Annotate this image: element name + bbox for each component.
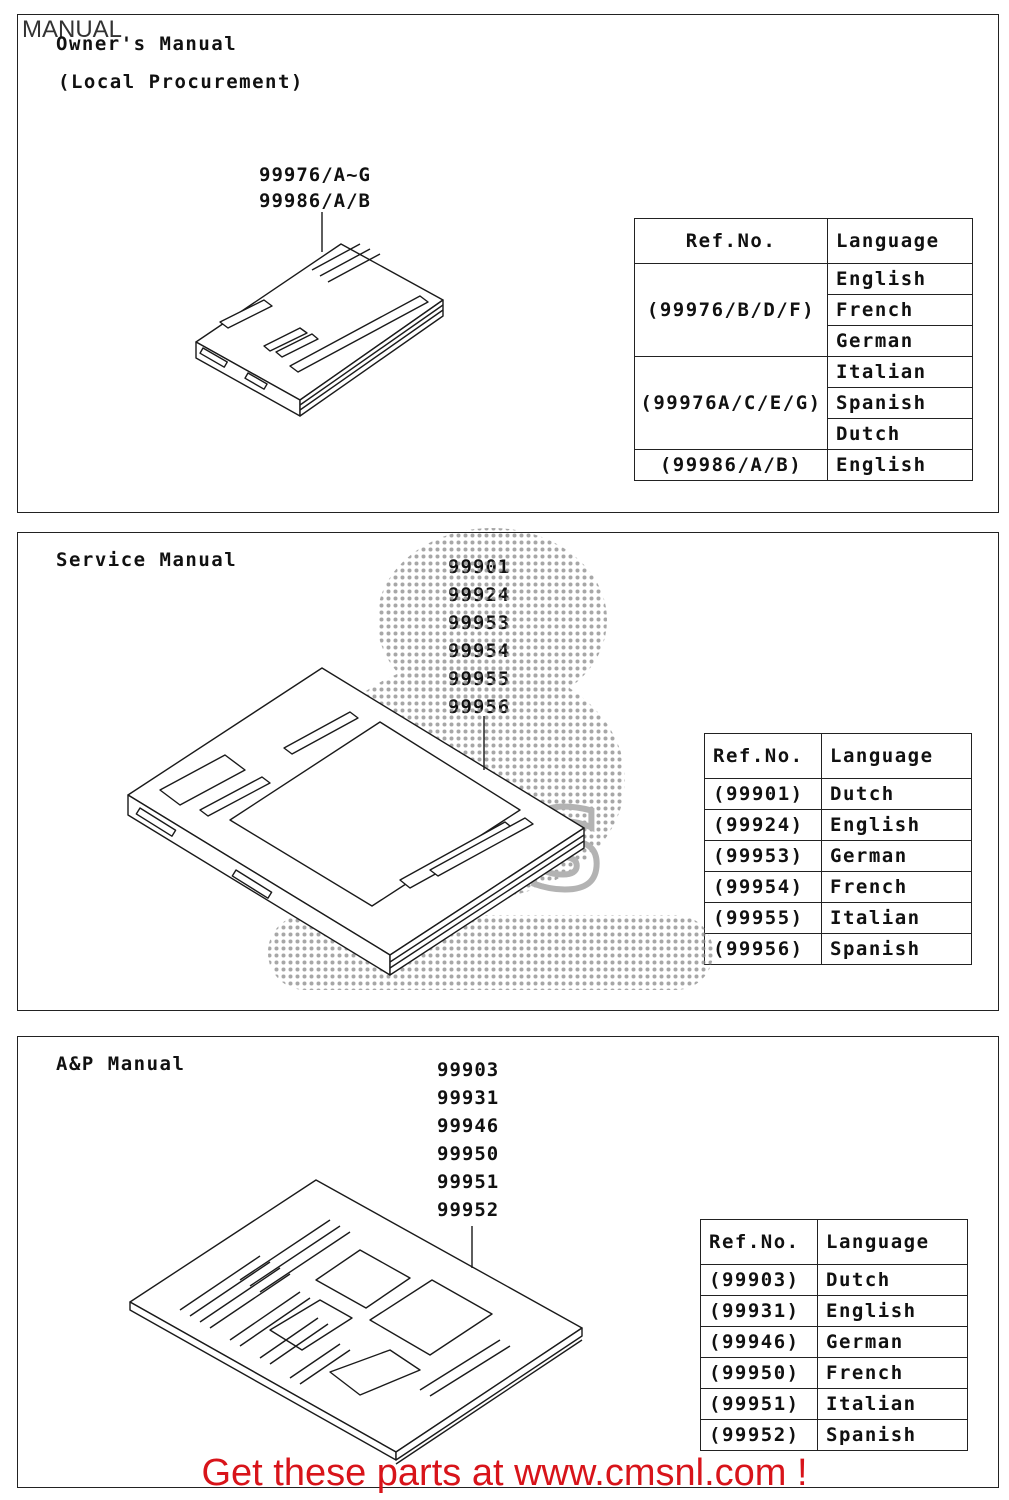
owners-callout-1: 99976/A~G (259, 164, 371, 186)
ref-cell: (99901) (704, 778, 822, 810)
page-label: MANUAL (22, 16, 123, 43)
ref-cell: (99946) (700, 1326, 818, 1358)
service-ref-table: Ref.No. Language (99901)Dutch (99924)Eng… (704, 733, 972, 965)
table-row: Dutch (635, 418, 973, 450)
table-row: (99952)Spanish (700, 1419, 968, 1451)
language-cell: English (817, 1295, 968, 1327)
table-row: Spanish (635, 387, 973, 419)
language-cell: Italian (821, 902, 972, 934)
ref-cell: (99956) (704, 933, 822, 965)
table-header-row: Ref.No. Language (700, 1219, 968, 1265)
language-cell: German (817, 1326, 968, 1358)
ref-cell: (99976A/C/E/G) (634, 356, 828, 450)
language-cell: Italian (817, 1388, 968, 1420)
language-cell: French (821, 871, 972, 903)
language-cell: Spanish (827, 387, 973, 419)
ref-cell: (99924) (704, 809, 822, 841)
ref-cell: (99976/B/D/F) (634, 263, 828, 357)
ref-no-header: Ref.No. (704, 733, 822, 779)
table-row: (99976/B/D/F) English (634, 263, 973, 357)
ap-callout: 99951 (437, 1171, 500, 1193)
language-cell: Dutch (821, 778, 972, 810)
ref-no-header: Ref.No. (700, 1219, 818, 1265)
language-cell: Spanish (817, 1419, 968, 1451)
ref-cell: (99952) (700, 1419, 818, 1451)
table-row: (99956)Spanish (704, 933, 972, 965)
owners-callout-2: 99986/A/B (259, 190, 371, 212)
table-row: (99986/A/B) English (634, 449, 973, 481)
service-manual-title: Service Manual (56, 549, 238, 571)
language-cell: German (827, 325, 973, 357)
service-manual-book (127, 667, 585, 976)
ap-manual-title: A&P Manual (56, 1053, 186, 1075)
ref-cell: (99903) (700, 1264, 818, 1296)
owners-manual-booklet (195, 212, 444, 417)
language-cell: Dutch (827, 418, 973, 450)
footer-banner[interactable]: Get these parts at www.cmsnl.com ! (201, 1452, 808, 1494)
ref-no-header: Ref.No. (634, 218, 828, 264)
ap-callout: 99931 (437, 1087, 500, 1109)
language-cell: English (821, 809, 972, 841)
ap-manual-panel: A&P Manual 99903 99931 99946 99950 99951… (17, 1036, 999, 1488)
ap-callout: 99903 (437, 1059, 500, 1081)
ref-cell: (99950) (700, 1357, 818, 1389)
table-row: (99901)Dutch (704, 778, 972, 810)
ref-cell: (99954) (704, 871, 822, 903)
language-header: Language (827, 218, 973, 264)
language-cell: Dutch (817, 1264, 968, 1296)
language-cell: French (817, 1357, 968, 1389)
language-cell: Italian (827, 356, 973, 388)
ref-cell: (99986/A/B) (634, 449, 828, 481)
table-row: German (635, 325, 973, 357)
service-manual-panel: Service Manual 99901 99924 99953 99954 9… (17, 532, 999, 1011)
table-row: (99951)Italian (700, 1388, 968, 1420)
owners-ref-table: Ref.No. Language (99976/B/D/F) English F… (634, 218, 973, 481)
table-row: (99950)French (700, 1357, 968, 1389)
table-header-row: Ref.No. Language (704, 733, 972, 779)
ap-callout: 99952 (437, 1199, 500, 1221)
ap-callout-numbers: 99903 99931 99946 99950 99951 99952 (437, 1056, 499, 1224)
table-row: (99946)German (700, 1326, 968, 1358)
owners-manual-panel: Owner's Manual (Local Procurement) 99976… (17, 14, 999, 513)
language-cell: German (821, 840, 972, 872)
table-row: (99955)Italian (704, 902, 972, 934)
language-header: Language (817, 1219, 968, 1265)
table-row: (99976A/C/E/G) Italian (634, 356, 973, 450)
ap-callout: 99946 (437, 1115, 500, 1137)
table-row: (99954)French (704, 871, 972, 903)
table-row: (99903)Dutch (700, 1264, 968, 1296)
language-cell: English (827, 449, 973, 481)
language-cell: Spanish (821, 933, 972, 965)
language-cell: English (827, 263, 973, 295)
owners-manual-title: Owner's Manual (56, 33, 238, 55)
ap-ref-table: Ref.No. Language (99903)Dutch (99931)Eng… (700, 1219, 968, 1451)
table-row: (99924)English (704, 809, 972, 841)
ap-callout: 99950 (437, 1143, 500, 1165)
language-header: Language (821, 733, 972, 779)
ap-manual-sheets (129, 1179, 583, 1465)
table-header-row: Ref.No. Language (634, 218, 973, 264)
owners-manual-subtitle: (Local Procurement) (58, 71, 304, 93)
